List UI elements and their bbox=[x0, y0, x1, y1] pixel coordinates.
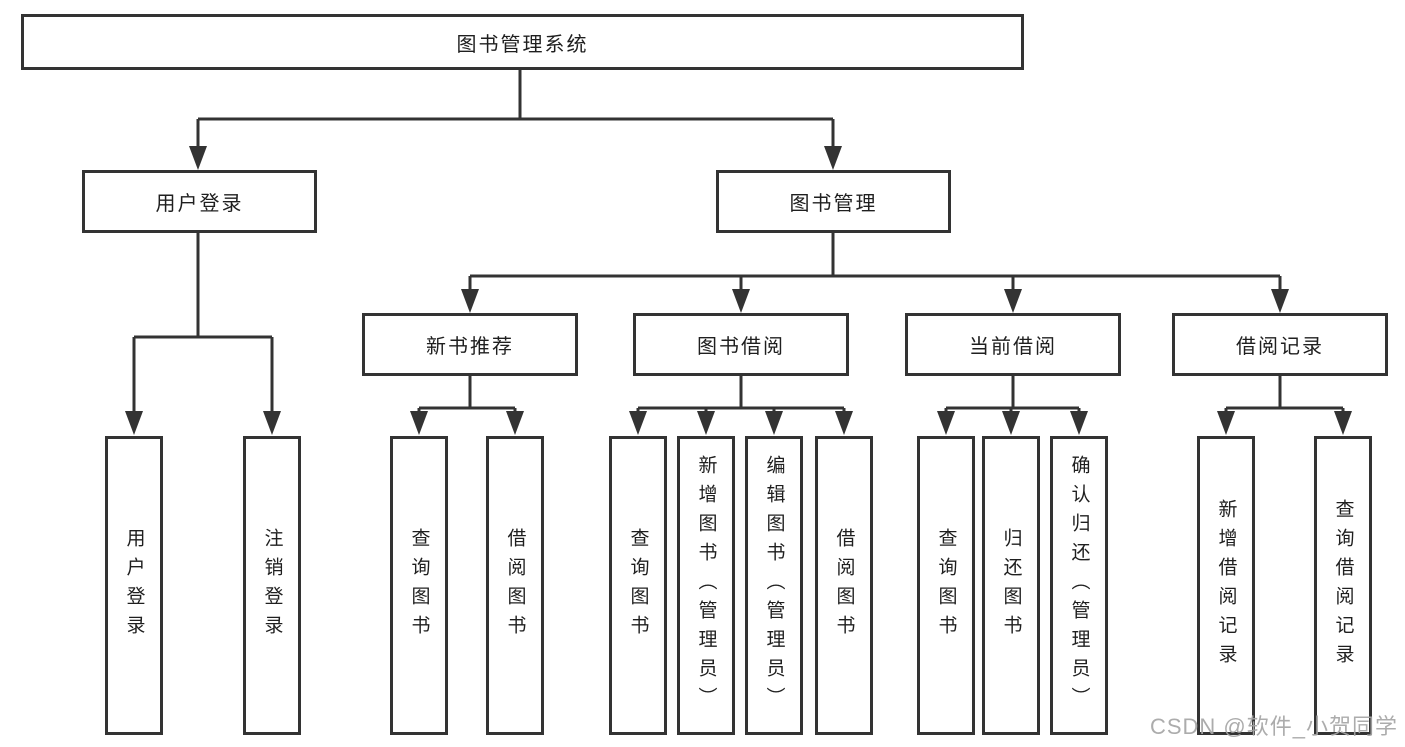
leaf-query-books-borrow: 查询图书 bbox=[609, 436, 667, 735]
node-new-book-recommend: 新书推荐 bbox=[362, 313, 578, 376]
leaf-user-login: 用户登录 bbox=[105, 436, 163, 735]
node-label: 查询图书 bbox=[935, 527, 957, 644]
node-label: 用户登录 bbox=[123, 527, 145, 644]
node-current-borrow: 当前借阅 bbox=[905, 313, 1121, 376]
node-label: 新增借阅记录 bbox=[1215, 498, 1237, 673]
node-label: 归还图书 bbox=[1000, 527, 1022, 644]
node-label: 借阅记录 bbox=[1236, 336, 1324, 358]
connector-stems bbox=[132, 69, 1345, 417]
leaf-logout: 注销登录 bbox=[243, 436, 301, 735]
csdn-watermark: CSDN @软件_小贺同学 bbox=[1149, 714, 1398, 739]
node-label: 查询图书 bbox=[408, 527, 430, 644]
node-label: 查询图书 bbox=[627, 527, 649, 644]
node-label: 注销登录 bbox=[261, 527, 283, 644]
leaf-confirm-return-admin: 确认归还（管理员） bbox=[1050, 436, 1108, 735]
leaf-edit-book-admin: 编辑图书（管理员） bbox=[745, 436, 803, 735]
arrowhead-icons bbox=[125, 146, 1352, 435]
node-root-system: 图书管理系统 bbox=[21, 14, 1024, 70]
leaf-borrow-books-borrow: 借阅图书 bbox=[815, 436, 873, 735]
node-label: 编辑图书（管理员） bbox=[763, 455, 785, 716]
node-label: 借阅图书 bbox=[504, 527, 526, 644]
leaf-borrow-books-recommend: 借阅图书 bbox=[486, 436, 544, 735]
node-book-borrow: 图书借阅 bbox=[633, 313, 849, 376]
node-book-management: 图书管理 bbox=[716, 170, 951, 233]
leaf-add-book-admin: 新增图书（管理员） bbox=[677, 436, 735, 735]
node-label: 用户登录 bbox=[155, 193, 244, 215]
node-label: 新增图书（管理员） bbox=[695, 455, 717, 716]
node-label: 图书借阅 bbox=[697, 336, 785, 358]
node-label: 当前借阅 bbox=[969, 336, 1057, 358]
node-label: 新书推荐 bbox=[426, 336, 514, 358]
node-label: 图书管理 bbox=[789, 193, 878, 215]
leaf-query-books-recommend: 查询图书 bbox=[390, 436, 448, 735]
node-borrow-records: 借阅记录 bbox=[1172, 313, 1388, 376]
leaf-add-borrow-record: 新增借阅记录 bbox=[1197, 436, 1255, 735]
leaf-return-book: 归还图书 bbox=[982, 436, 1040, 735]
node-label: 查询借阅记录 bbox=[1332, 498, 1354, 673]
node-label: 确认归还（管理员） bbox=[1068, 455, 1090, 716]
leaf-query-books-current: 查询图书 bbox=[917, 436, 975, 735]
node-label: 图书管理系统 bbox=[456, 33, 589, 56]
leaf-query-borrow-record: 查询借阅记录 bbox=[1314, 436, 1372, 735]
node-user-login: 用户登录 bbox=[82, 170, 317, 233]
node-label: 借阅图书 bbox=[833, 527, 855, 644]
